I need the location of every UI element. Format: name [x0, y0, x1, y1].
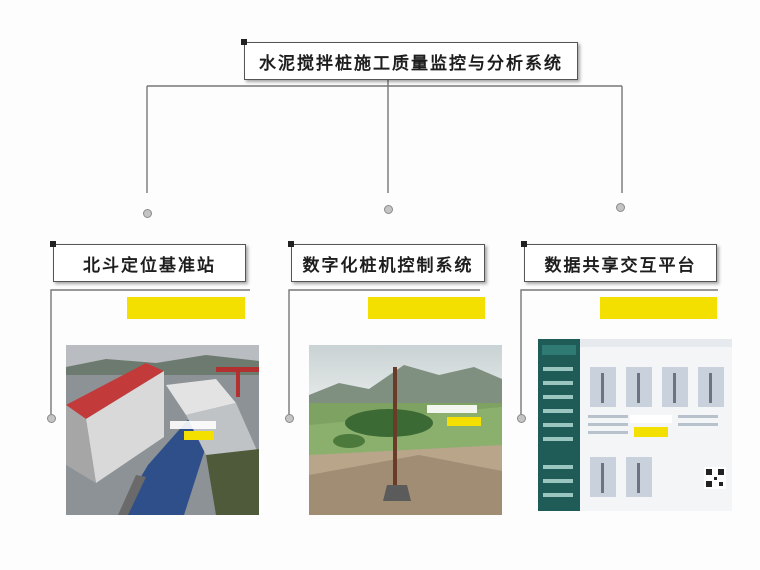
root-title: 水泥搅拌桩施工质量监控与分析系统	[259, 53, 563, 74]
aerial-factory-photo	[66, 345, 259, 515]
pile-driver-field-photo	[309, 345, 502, 515]
box-corner-marker	[288, 241, 294, 247]
root-title-box: 水泥搅拌桩施工质量监控与分析系统	[241, 39, 578, 80]
branch-label: 北斗定位基准站	[83, 255, 216, 276]
connector-dot	[47, 414, 56, 423]
branch-label: 数字化桩机控制系统	[302, 255, 474, 276]
connector-dot	[143, 209, 152, 218]
box-corner-marker	[241, 39, 247, 45]
dashboard-screenshot	[538, 339, 732, 511]
connector-dot	[517, 414, 526, 423]
box-corner-marker	[521, 241, 527, 247]
connector-dot	[384, 205, 393, 214]
branch-box-data-platform: 数据共享交互平台	[521, 241, 717, 282]
connector-dot	[616, 203, 625, 212]
box-corner-marker	[50, 241, 56, 247]
branch-box-beidou: 北斗定位基准站	[50, 241, 246, 282]
connector-dot	[285, 414, 294, 423]
branch-label: 数据共享交互平台	[544, 255, 697, 276]
highlight-bar	[127, 297, 245, 319]
highlight-bar	[600, 297, 717, 319]
branch-box-pile-control: 数字化桩机控制系统	[288, 241, 485, 282]
highlight-bar	[368, 297, 485, 319]
